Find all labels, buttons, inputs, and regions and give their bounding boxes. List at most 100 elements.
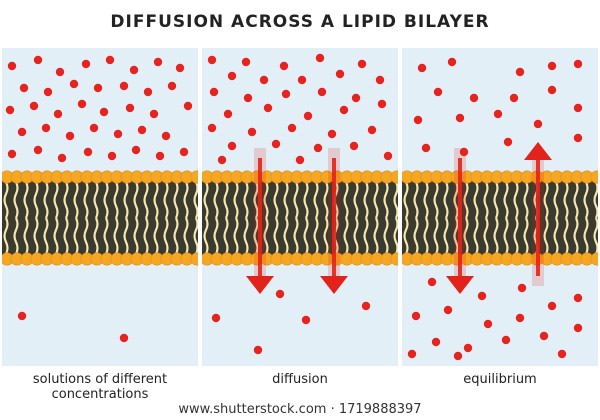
solute-molecule bbox=[143, 87, 153, 97]
lipid-tail bbox=[233, 181, 239, 219]
lipid-tail bbox=[283, 181, 289, 219]
lipid-tail bbox=[353, 217, 359, 255]
solute-molecule bbox=[107, 151, 117, 161]
solute-molecule bbox=[223, 109, 233, 119]
solute-molecule bbox=[167, 81, 177, 91]
lipid-bilayer bbox=[202, 170, 398, 266]
caption-diffusion: diffusion bbox=[202, 372, 398, 387]
lipid-tail bbox=[113, 217, 119, 255]
lipid-tail bbox=[253, 217, 259, 255]
solute-molecule bbox=[463, 343, 473, 353]
solute-molecule bbox=[183, 101, 193, 111]
lipid-tail bbox=[513, 217, 519, 255]
lipid-tail bbox=[183, 181, 189, 219]
hydrophobic-core bbox=[202, 176, 398, 260]
lipid-tail bbox=[23, 217, 29, 255]
solute-molecule bbox=[131, 145, 141, 155]
hydrophobic-core bbox=[402, 176, 598, 260]
lipid-tail bbox=[563, 181, 569, 219]
phospholipid-head bbox=[190, 170, 198, 184]
lipid-tail bbox=[573, 181, 579, 219]
lipid-tail bbox=[3, 217, 9, 255]
solute-molecule bbox=[335, 69, 345, 79]
solute-molecule bbox=[315, 53, 325, 63]
solute-molecule bbox=[443, 305, 453, 315]
lipid-tail bbox=[133, 217, 139, 255]
solute-molecule bbox=[175, 63, 185, 73]
lipid-tail bbox=[403, 217, 409, 255]
lipid-tail bbox=[73, 217, 79, 255]
lipid-tail bbox=[313, 181, 319, 219]
lipid-tail bbox=[83, 181, 89, 219]
lipid-tail bbox=[473, 217, 479, 255]
lipid-tail bbox=[593, 181, 598, 219]
solute-molecule bbox=[207, 123, 217, 133]
solute-molecule bbox=[515, 67, 525, 77]
solute-molecule bbox=[477, 291, 487, 301]
solute-molecule bbox=[241, 57, 251, 67]
lipid-tail bbox=[483, 181, 489, 219]
solute-molecule bbox=[57, 153, 67, 163]
solute-molecule bbox=[413, 115, 423, 125]
lipid-tail bbox=[363, 181, 369, 219]
lipid-tail bbox=[43, 217, 49, 255]
lipid-tail bbox=[103, 217, 109, 255]
arrow-head-up bbox=[524, 142, 552, 160]
lipid-tail bbox=[93, 217, 99, 255]
solute-molecule bbox=[227, 71, 237, 81]
solute-molecule bbox=[367, 125, 377, 135]
hydrophobic-core bbox=[2, 176, 198, 260]
lipid-tail bbox=[383, 217, 389, 255]
lipid-tail bbox=[273, 181, 279, 219]
solute-molecule bbox=[207, 55, 217, 65]
solute-molecule bbox=[19, 83, 29, 93]
solute-molecule bbox=[327, 129, 337, 139]
solute-molecule bbox=[227, 141, 237, 151]
lipid-tail bbox=[423, 217, 429, 255]
lipid-tail bbox=[393, 217, 398, 255]
solute-molecule bbox=[573, 293, 583, 303]
lipid-tail bbox=[323, 181, 329, 219]
lipid-tail bbox=[143, 181, 149, 219]
panel-diffusion bbox=[202, 48, 398, 366]
solute-molecule bbox=[453, 351, 463, 361]
solute-molecule bbox=[411, 311, 421, 321]
lipid-tail bbox=[483, 217, 489, 255]
lipid-tail bbox=[443, 217, 449, 255]
solute-molecule bbox=[517, 283, 527, 293]
arrow-shaft bbox=[458, 158, 462, 280]
solute-molecule bbox=[209, 87, 219, 97]
solute-molecule bbox=[211, 313, 221, 323]
equilibrium-arrows bbox=[446, 142, 552, 294]
solute-molecule bbox=[155, 151, 165, 161]
lipid-tail bbox=[123, 217, 129, 255]
lipid-tail bbox=[463, 217, 469, 255]
lipid-tail bbox=[63, 217, 69, 255]
solute-molecule bbox=[357, 59, 367, 69]
arrow-head-down bbox=[320, 276, 348, 294]
solute-molecule bbox=[113, 129, 123, 139]
solute-molecule bbox=[317, 87, 327, 97]
lipid-tail bbox=[23, 181, 29, 219]
lipid-tail bbox=[293, 217, 299, 255]
lipid-tail bbox=[363, 217, 369, 255]
lipid-tail bbox=[233, 217, 239, 255]
solute-molecule bbox=[83, 147, 93, 157]
solute-molecule bbox=[279, 61, 289, 71]
panel-equilibrium bbox=[402, 48, 598, 366]
solute-molecule bbox=[351, 93, 361, 103]
lipid-tail bbox=[273, 217, 279, 255]
lipid-tail bbox=[123, 181, 129, 219]
solute-molecule bbox=[93, 83, 103, 93]
solute-molecule bbox=[179, 147, 189, 157]
solute-molecule bbox=[469, 93, 479, 103]
lipid-tail bbox=[103, 181, 109, 219]
solute-molecule bbox=[29, 101, 39, 111]
lipid-tail bbox=[503, 181, 509, 219]
arrow-shaft bbox=[536, 156, 540, 276]
stock-watermark: www.shutterstock.com · 1719888397 bbox=[0, 399, 600, 420]
lipid-tail bbox=[33, 217, 39, 255]
solute-molecule bbox=[287, 123, 297, 133]
lipid-tail bbox=[243, 181, 249, 219]
solute-molecule bbox=[431, 337, 441, 347]
